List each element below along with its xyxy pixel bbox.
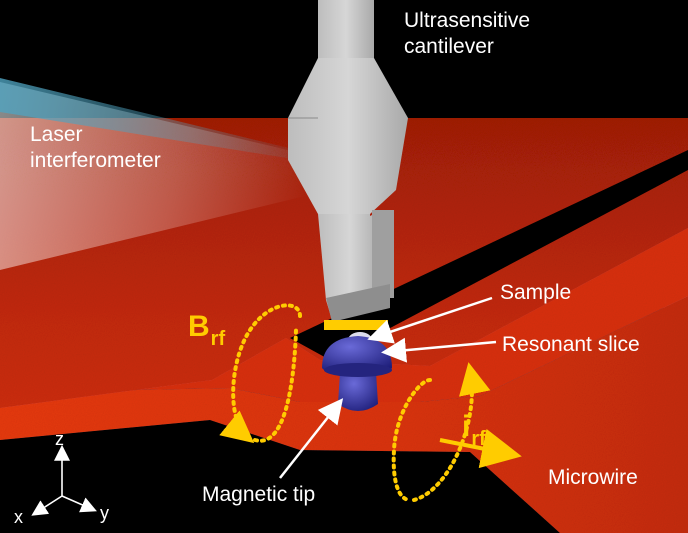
label-brf: Brf bbox=[188, 310, 225, 350]
microwire bbox=[0, 296, 688, 533]
cantilever bbox=[288, 0, 408, 322]
label-microwire: Microwire bbox=[548, 466, 638, 489]
label-magnetic-tip: Magnetic tip bbox=[202, 483, 316, 506]
label-irf: irf bbox=[462, 410, 486, 450]
irf-sub: rf bbox=[471, 428, 486, 450]
brf-main: B bbox=[188, 310, 210, 343]
label-sample: Sample bbox=[500, 281, 572, 304]
axis-y-label: y bbox=[100, 503, 109, 523]
brf-field-loop bbox=[219, 303, 302, 444]
irf-main: i bbox=[462, 410, 471, 443]
label-cantilever: Ultrasensitive cantilever bbox=[404, 9, 531, 58]
label-resonant-slice: Resonant slice bbox=[502, 333, 640, 356]
sample-pointer bbox=[367, 296, 493, 344]
irf-field-loop bbox=[391, 362, 491, 502]
laser-beam-top bbox=[0, 78, 330, 165]
axis-x-label: x bbox=[14, 507, 23, 527]
axis-z-label: z bbox=[55, 429, 64, 449]
label-laser: Laser interferometer bbox=[30, 123, 161, 172]
laser-beam bbox=[0, 82, 330, 270]
magnetic-tip bbox=[322, 336, 392, 411]
coordinate-axes bbox=[31, 444, 97, 516]
brf-sub: rf bbox=[210, 328, 226, 350]
sample-plate bbox=[324, 320, 388, 330]
slice-pointer bbox=[381, 337, 497, 363]
irf-arrow bbox=[439, 428, 522, 469]
tip-pointer bbox=[279, 398, 344, 479]
microwire-top-edge bbox=[136, 228, 688, 402]
